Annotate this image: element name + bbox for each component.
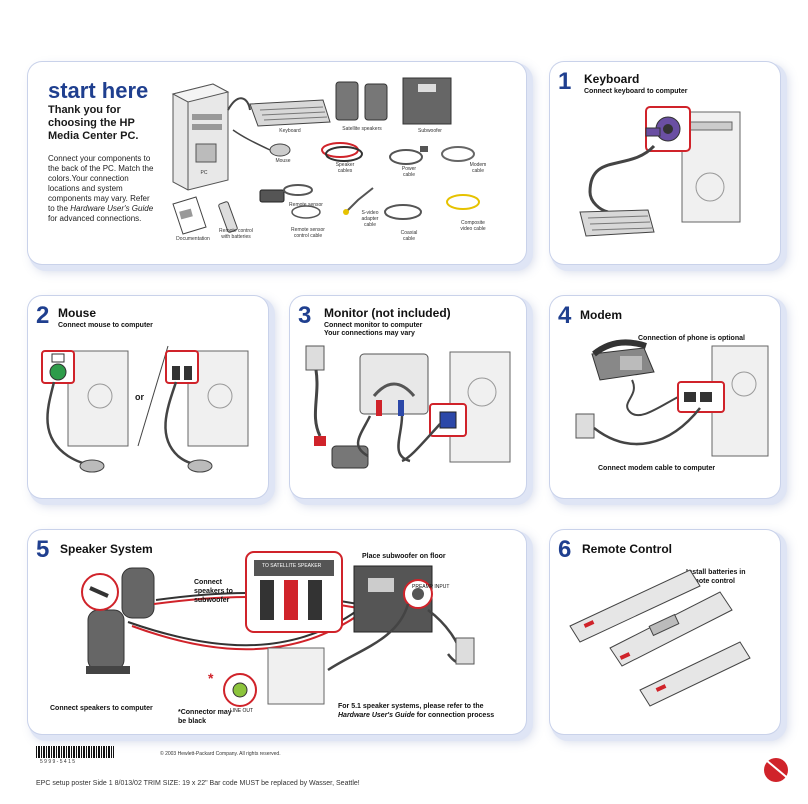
- pc-tower-icon: [171, 83, 230, 191]
- label-svideo-adapter: S-video adapter cable: [361, 210, 379, 228]
- to-satellite-label: TO SATELLITE SPEAKER: [262, 563, 322, 569]
- step-subtitle-1: Connect monitor to computer: [324, 322, 423, 329]
- label-speaker-cables: Speaker cables: [335, 162, 355, 174]
- place-subwoofer-note: Place subwoofer on floor: [362, 553, 446, 560]
- label-coaxial-cable: Coaxial cable: [400, 230, 418, 242]
- step-mouse-panel: 2 Mouse Connect mouse to computer or: [28, 296, 268, 498]
- step-number: 2: [36, 302, 50, 329]
- connect-modem-note: Connect modem cable to computer: [598, 465, 716, 472]
- remote-batteries-illustration: [569, 569, 751, 707]
- step-number: 3: [298, 302, 312, 329]
- remote-back-icon: [639, 641, 751, 707]
- label-documentation: Documentation: [176, 236, 210, 242]
- poster-info: EPC setup poster Side 1 8/013/02 TRIM SI…: [36, 780, 360, 787]
- step-number: 5: [36, 536, 50, 563]
- connect-speakers-computer-note: Connect speakers to computer: [50, 705, 153, 712]
- label-composite-cable: Composite video cable: [460, 220, 486, 232]
- label-keyboard: Keyboard: [279, 128, 301, 134]
- modem-cable-icon: [441, 146, 475, 162]
- power-cable-icon: [389, 146, 428, 165]
- step-monitor-panel: 3 Monitor (not included) Connect monitor…: [290, 296, 526, 498]
- remote-control-icon: [218, 201, 238, 233]
- label-subwoofer: Subwoofer: [418, 128, 442, 134]
- step-keyboard-panel: 1 Keyboard Connect keyboard to computer: [550, 62, 780, 264]
- step-subtitle: Connect keyboard to computer: [584, 88, 688, 95]
- remote-sensor-icon: [259, 184, 313, 203]
- remote-control-icon: [569, 569, 701, 643]
- step-subtitle-2: Your connections may vary: [324, 330, 415, 337]
- connect-speakers-subwoofer-note: Connect speakers to subwoofer: [194, 579, 233, 604]
- surround-note: For 5.1 speaker systems, please refer to…: [338, 703, 495, 719]
- keyboard-icon: [249, 99, 331, 127]
- monitor-connection-illustration: [305, 345, 511, 469]
- remote-sensor-cable-icon: [291, 205, 321, 219]
- speaker-connection-illustration: [81, 551, 475, 707]
- line-out-label: LINE OUT: [230, 708, 254, 714]
- mouse-connection-illustration: [41, 345, 249, 473]
- step-title: Modem: [580, 308, 622, 322]
- mouse-icon: [232, 129, 291, 157]
- step-title: Keyboard: [584, 72, 640, 86]
- subwoofer-icon: [402, 77, 452, 125]
- asterisk-mark: *: [208, 670, 214, 686]
- label-remote-sensor: Remote sensor: [289, 202, 323, 208]
- speaker-cables-icon: [321, 142, 363, 162]
- step-modem-panel: 4 Modem Connection of phone is optional …: [550, 296, 780, 498]
- svideo-adapter-icon: [343, 187, 374, 215]
- connector-black-note: *Connector may be black: [178, 709, 232, 725]
- step-number: 6: [558, 536, 572, 563]
- label-mouse: Mouse: [275, 158, 291, 164]
- keyboard-connection-illustration: [579, 106, 741, 237]
- label-pc: PC: [200, 170, 208, 176]
- left-speaker-icon: [86, 567, 155, 674]
- coaxial-cable-icon: [384, 204, 422, 220]
- step-number: 1: [558, 68, 572, 95]
- preamp-input-label: PREAMP INPUT: [412, 584, 450, 590]
- telephone-icon: [591, 339, 655, 381]
- label-power-cable: Power cable: [401, 166, 417, 178]
- copyright: © 2003 Hewlett-Packard Company. All righ…: [160, 751, 281, 757]
- barcode-number: 5 9 9 9 - 5 4 1 5: [40, 759, 76, 765]
- install-batteries-note: Install batteries in remote control: [686, 569, 746, 585]
- intro-panel: start here Thank you for choosing the HP…: [28, 62, 526, 264]
- phone-optional-note: Connection of phone is optional: [638, 335, 745, 342]
- modem-connection-illustration: [575, 339, 769, 457]
- step-title: Speaker System: [60, 542, 153, 556]
- barcode: [36, 746, 114, 758]
- start-here-heading: start here: [48, 78, 149, 103]
- step-title: Mouse: [58, 306, 97, 320]
- satellite-speakers-icon: [335, 81, 388, 121]
- or-label: or: [135, 392, 144, 402]
- step-remote-panel: 6 Remote Control Install batteries in re…: [550, 530, 780, 734]
- documentation-icon: [172, 196, 207, 235]
- step-subtitle: Connect mouse to computer: [58, 322, 153, 329]
- step-title: Remote Control: [582, 542, 672, 556]
- step-title: Monitor (not included): [324, 306, 451, 320]
- step-number: 4: [558, 302, 572, 329]
- composite-cable-icon: [446, 194, 480, 210]
- step-speakers-panel: 5 Speaker System Connect speakers to sub: [28, 530, 526, 734]
- intro-body: Connect your components to the back of t…: [48, 154, 154, 223]
- label-remote-control: Remote control with batteries: [219, 228, 253, 240]
- thank-you-text: Thank you for choosing the HP Media Cent…: [48, 104, 139, 142]
- label-remote-sensor-cable: Remote sensor control cable: [291, 227, 325, 239]
- label-modem-cable: Modem cable: [469, 162, 487, 174]
- components-illustration: [171, 77, 480, 235]
- battery-icon: [609, 591, 733, 667]
- label-satellite-speakers: Satellite speakers: [342, 126, 382, 132]
